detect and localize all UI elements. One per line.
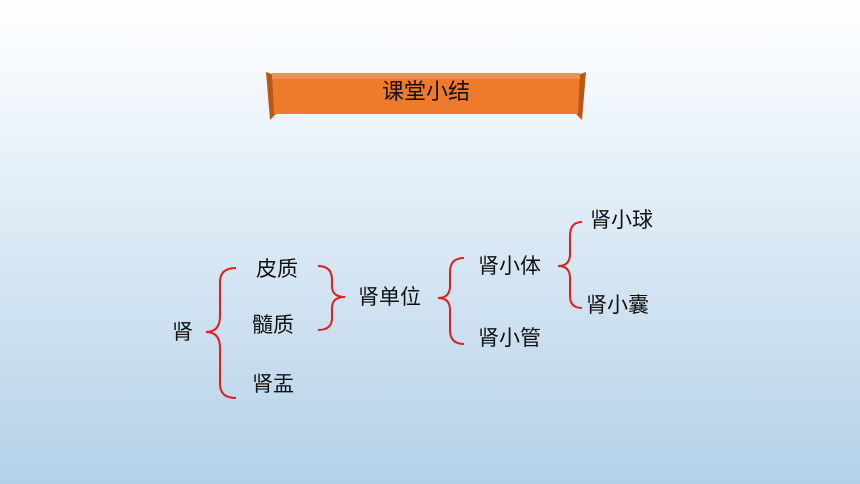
- banner-title: 课堂小结: [381, 80, 470, 105]
- node-renal-tubule: 肾小管: [478, 326, 541, 350]
- node-bowmans-capsule: 肾小囊: [586, 293, 649, 317]
- bracket-corpuscle: [557, 221, 583, 309]
- ribbon-shape: [266, 72, 586, 120]
- title-banner: 课堂小结: [262, 70, 590, 122]
- node-nephron: 肾单位: [358, 285, 421, 309]
- bracket-root: [205, 267, 237, 399]
- node-cortex: 皮质: [256, 257, 298, 281]
- bracket-nephron: [437, 257, 465, 345]
- node-glomerulus: 肾小球: [590, 208, 653, 232]
- node-kidney: 肾: [172, 320, 193, 344]
- node-renal-corpuscle: 肾小体: [478, 254, 541, 278]
- node-renal-pelvis: 肾盂: [252, 372, 294, 396]
- bracket-cortex-medulla: [317, 265, 346, 331]
- node-medulla: 髓质: [252, 313, 294, 337]
